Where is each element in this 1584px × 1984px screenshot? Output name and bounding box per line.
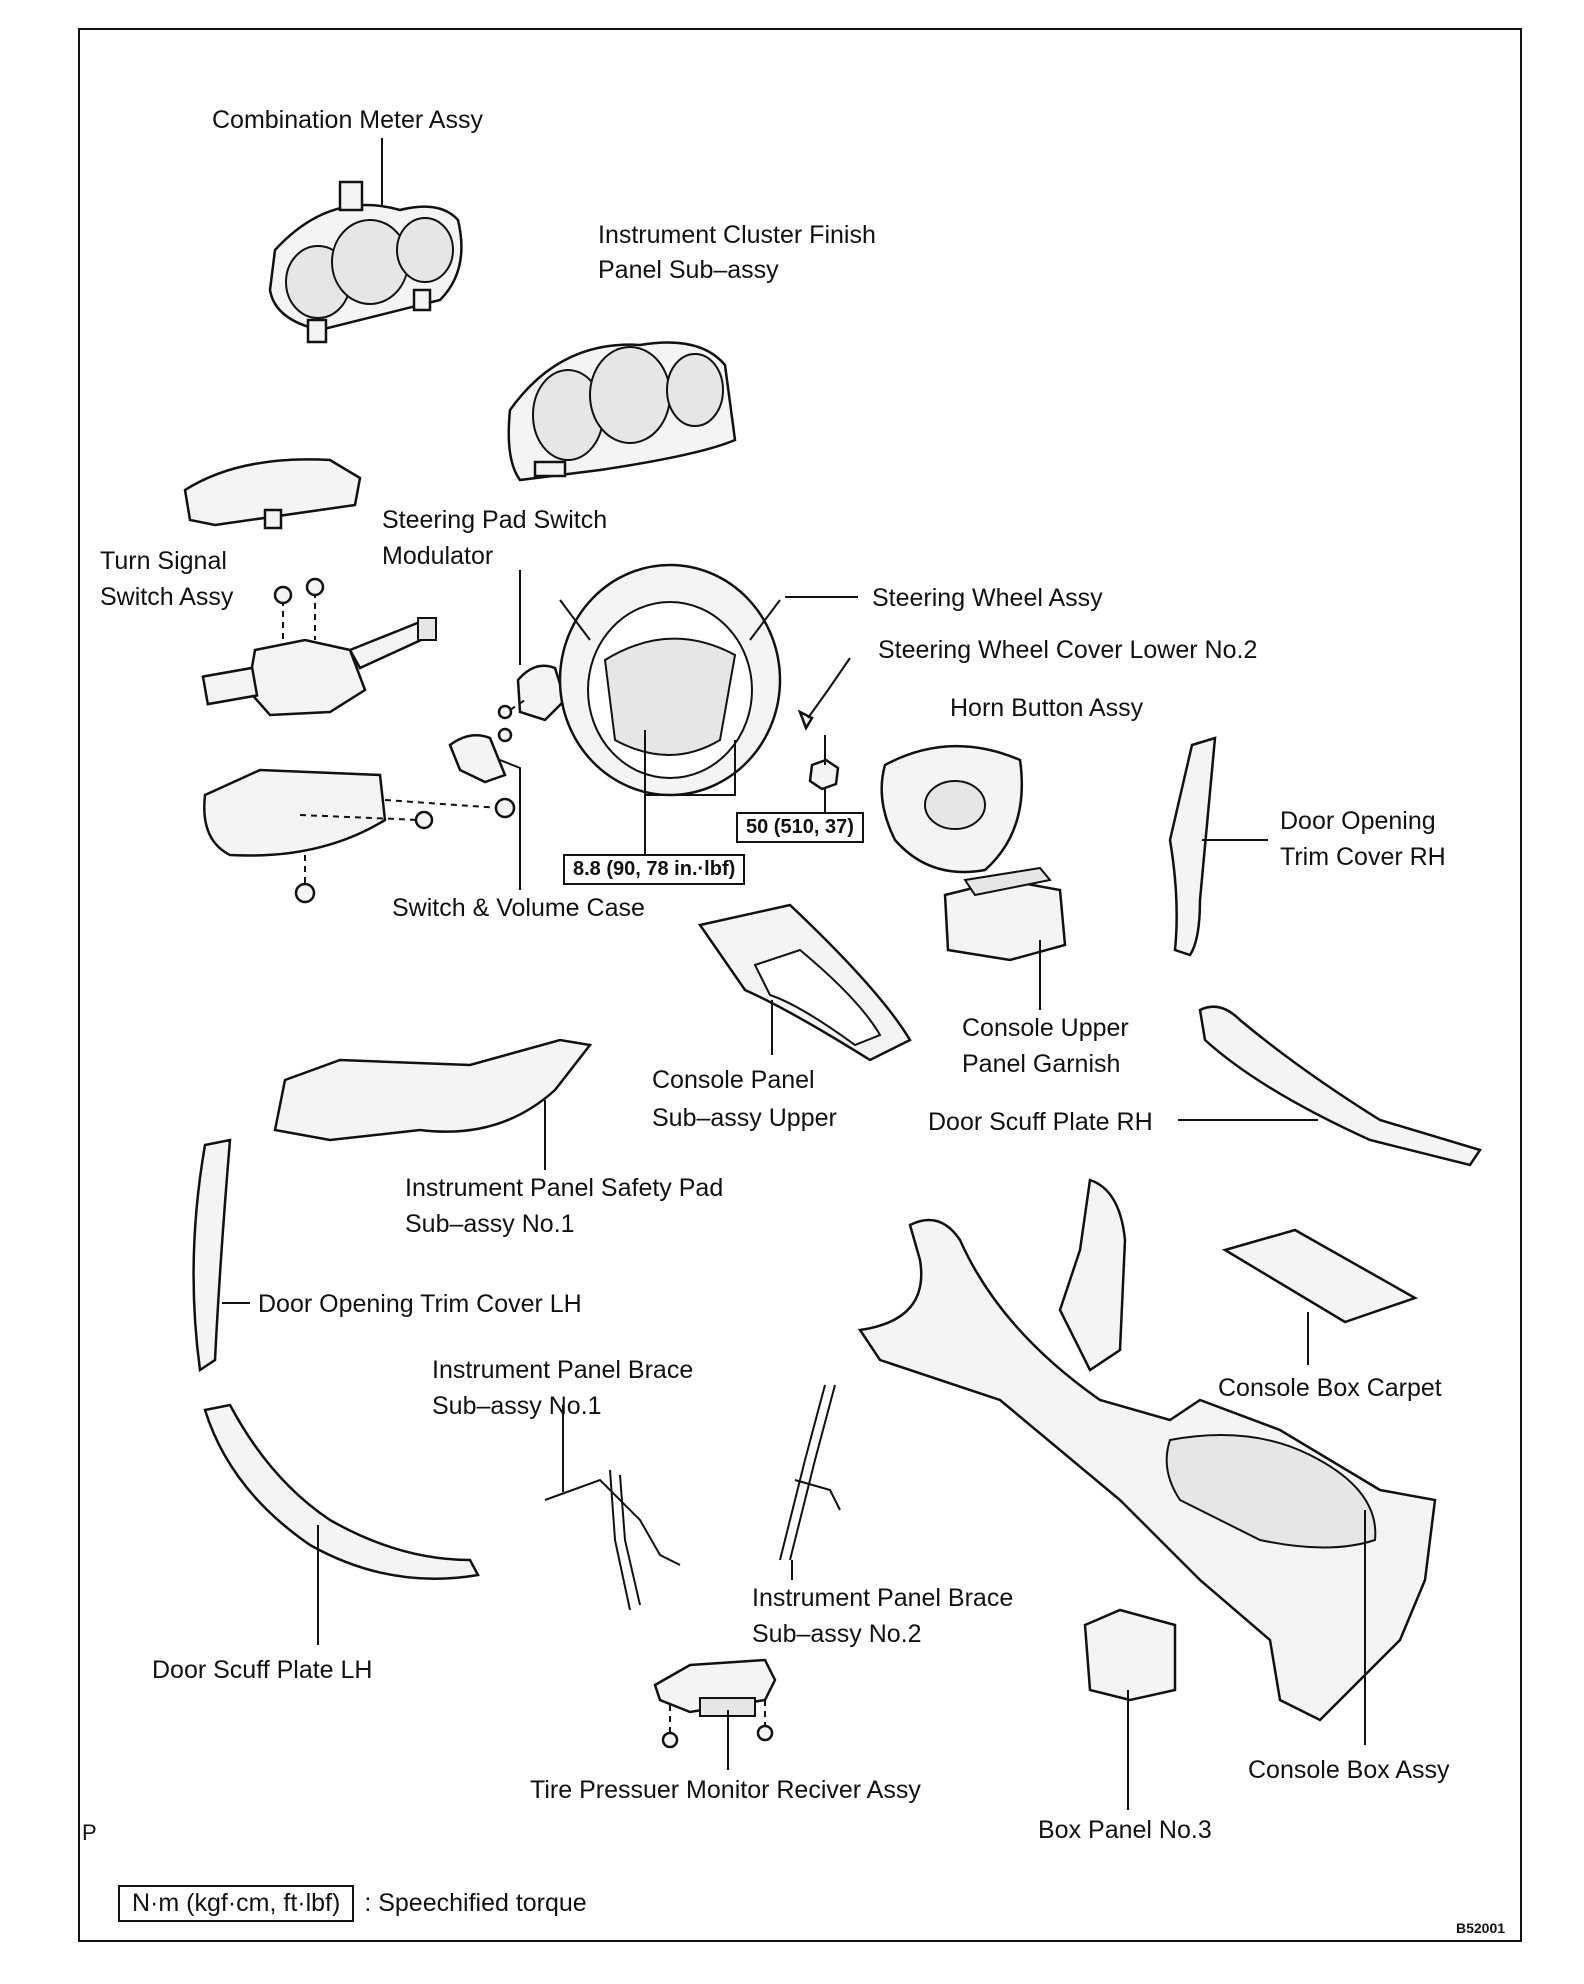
console-panel-drawing xyxy=(697,903,912,1062)
label-turn-signal-2: Switch Assy xyxy=(100,583,234,611)
label-door-scuff-lh: Door Scuff Plate LH xyxy=(152,1656,373,1684)
corner-mark: P xyxy=(82,1820,97,1845)
brace-2-drawing xyxy=(779,1384,841,1561)
torque-steering-bolt: 8.8 (90, 78 in.·lbf) xyxy=(563,854,746,885)
door-scuff-rh-drawing xyxy=(1198,1005,1482,1167)
label-brace1-1: Instrument Panel Brace xyxy=(432,1356,694,1384)
box-panel-drawing xyxy=(1083,1608,1177,1702)
console-box-drawing xyxy=(857,1178,1437,1722)
legend-description: : Speechified torque xyxy=(364,1889,587,1917)
label-steering-pad-2: Modulator xyxy=(382,542,494,570)
label-console-panel-2: Sub–assy Upper xyxy=(652,1104,837,1132)
label-door-trim-lh: Door Opening Trim Cover LH xyxy=(258,1290,582,1318)
label-console-garnish-1: Console Upper xyxy=(962,1014,1129,1042)
label-brace1-2: Sub–assy No.1 xyxy=(432,1392,602,1420)
horn-button-drawing xyxy=(880,744,1024,874)
label-safety-pad-1: Instrument Panel Safety Pad xyxy=(405,1174,724,1202)
label-combination-meter: Combination Meter Assy xyxy=(212,106,483,134)
console-carpet-drawing xyxy=(1221,1228,1419,1324)
switch-volume-case-drawing xyxy=(448,733,507,784)
label-safety-pad-2: Sub–assy No.1 xyxy=(405,1210,575,1238)
combination-meter-drawing xyxy=(268,180,463,344)
label-brace2-1: Instrument Panel Brace xyxy=(752,1584,1014,1612)
label-console-box: Console Box Assy xyxy=(1248,1756,1450,1784)
label-cluster-finish-1: Instrument Cluster Finish xyxy=(598,221,876,249)
tire-pressure-receiver-drawing xyxy=(653,1658,777,1749)
label-console-garnish-2: Panel Garnish xyxy=(962,1050,1121,1078)
label-horn-button: Horn Button Assy xyxy=(950,694,1144,722)
safety-pad-drawing xyxy=(273,1038,593,1142)
lower-column-cover-drawing xyxy=(203,768,516,904)
figure-code: B52001 xyxy=(1456,1920,1506,1936)
label-door-trim-rh-1: Door Opening xyxy=(1280,807,1436,835)
console-garnish-drawing xyxy=(943,866,1067,962)
label-brace2-2: Sub–assy No.2 xyxy=(752,1620,922,1648)
label-console-panel-1: Console Panel xyxy=(652,1066,815,1094)
diagram-frame xyxy=(78,28,1522,1942)
leader-lines xyxy=(222,138,1366,1810)
label-door-trim-rh-2: Trim Cover RH xyxy=(1280,843,1446,871)
steering-pad-modulator-drawing xyxy=(497,664,567,743)
door-trim-rh-drawing xyxy=(1168,736,1217,957)
steering-wheel-drawing xyxy=(558,563,782,797)
brace-1-drawing xyxy=(544,1469,681,1611)
cluster-finish-panel-drawing xyxy=(507,341,737,482)
label-box-panel: Box Panel No.3 xyxy=(1038,1816,1212,1844)
label-steering-pad-1: Steering Pad Switch xyxy=(382,506,608,534)
label-tire-pressure: Tire Pressuer Monitor Reciver Assy xyxy=(530,1776,921,1804)
label-switch-volume-case: Switch & Volume Case xyxy=(392,894,645,922)
label-cluster-finish-2: Panel Sub–assy xyxy=(598,256,779,284)
label-door-scuff-rh: Door Scuff Plate RH xyxy=(928,1108,1153,1136)
door-trim-lh-drawing xyxy=(192,1138,232,1373)
legend-unit: N·m (kgf·cm, ft·lbf) xyxy=(118,1885,355,1922)
turn-signal-switch-drawing xyxy=(201,577,437,717)
wheel-cover-lower-drawing xyxy=(797,709,814,731)
torque-steering-nut: 50 (510, 37) xyxy=(736,812,864,843)
door-scuff-lh-drawing xyxy=(203,1403,480,1580)
torque-legend: N·m (kgf·cm, ft·lbf) : Speechified torque xyxy=(118,1885,587,1922)
column-cover-drawing xyxy=(183,458,362,530)
label-turn-signal-1: Turn Signal xyxy=(100,547,227,575)
label-steering-wheel: Steering Wheel Assy xyxy=(872,584,1103,612)
label-console-carpet: Console Box Carpet xyxy=(1218,1374,1442,1402)
label-wheel-cover-lower: Steering Wheel Cover Lower No.2 xyxy=(878,636,1258,664)
